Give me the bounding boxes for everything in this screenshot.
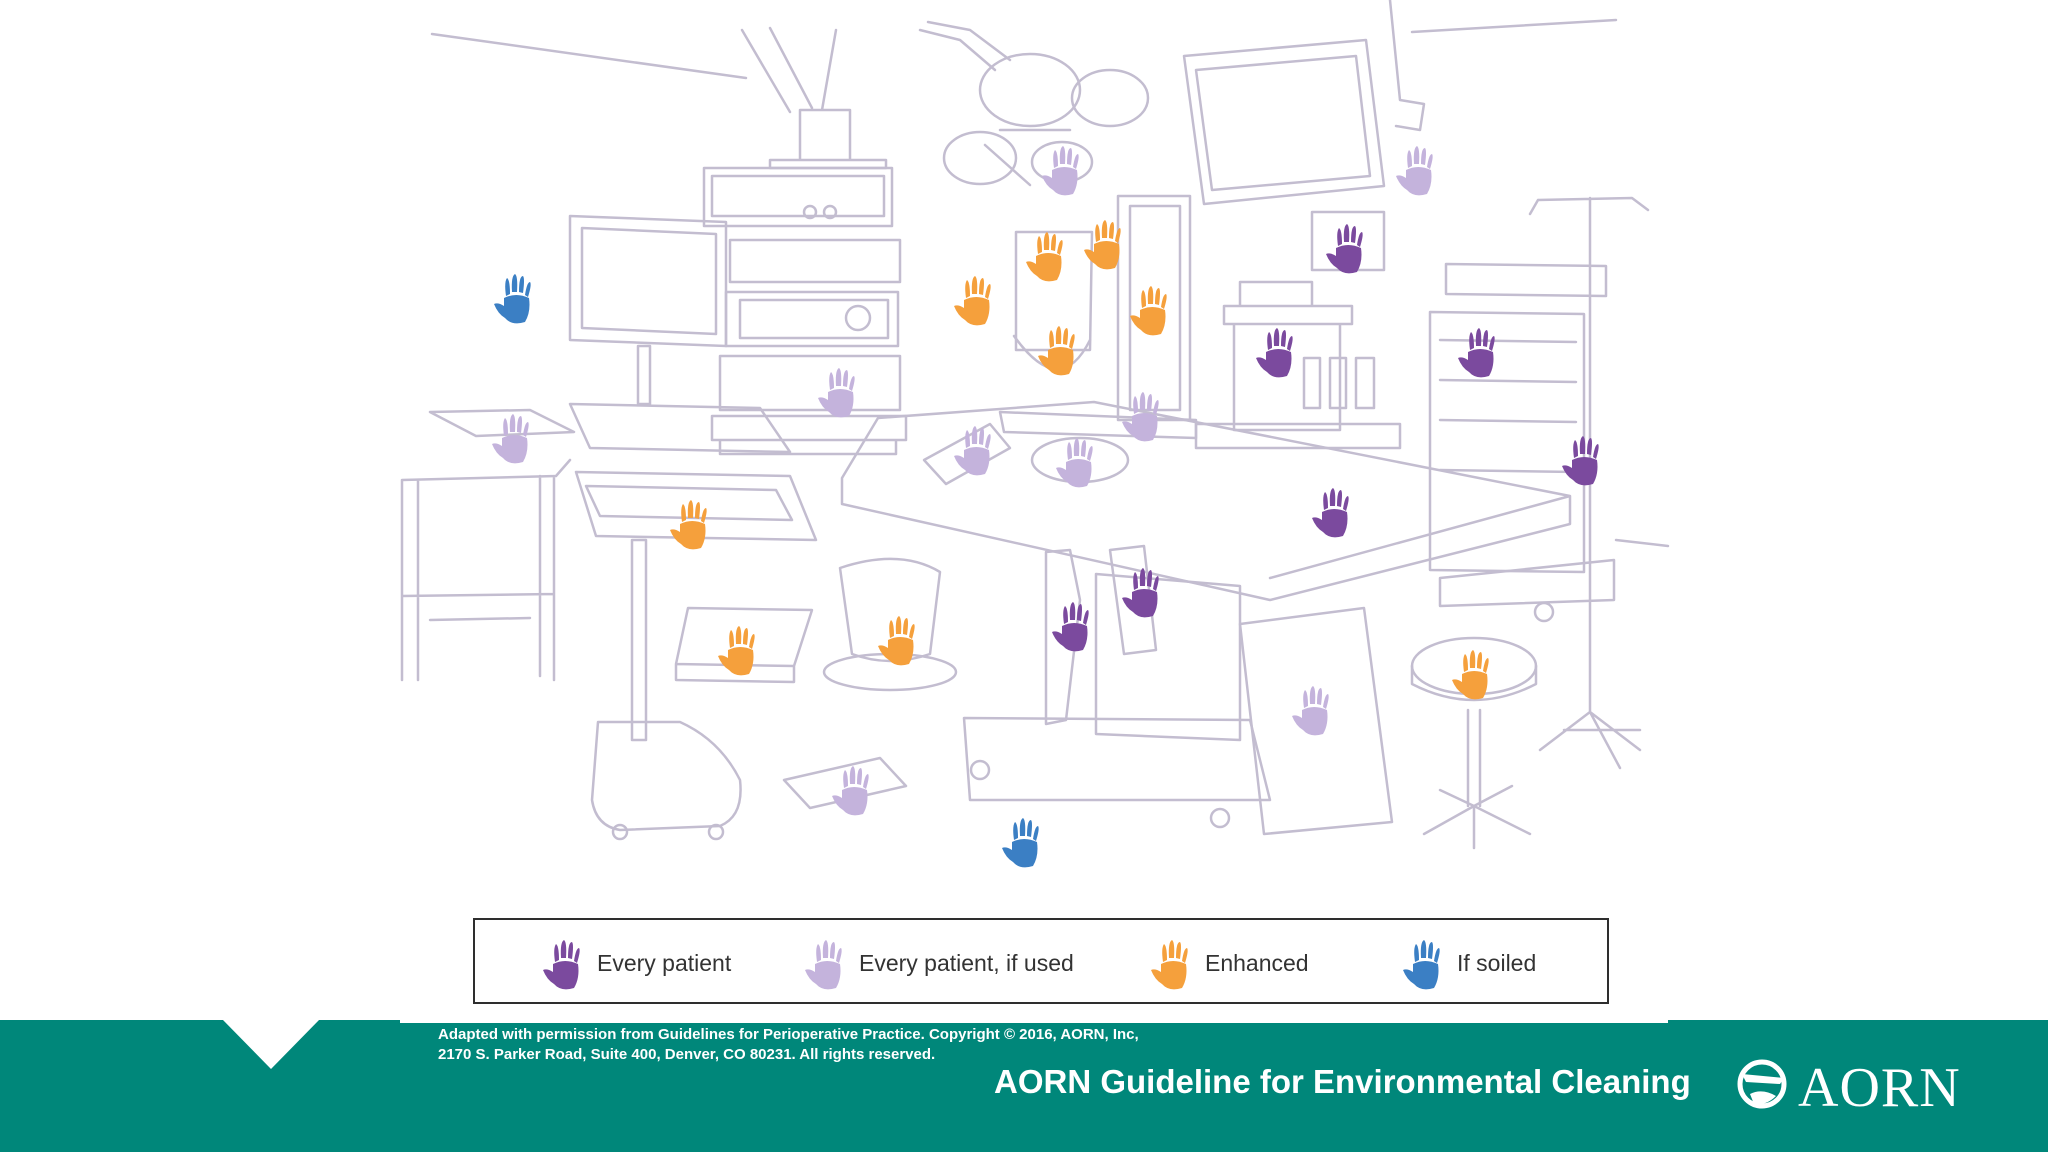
handprint-enhanced [954, 276, 991, 326]
keyboard-shelf [574, 470, 818, 542]
iv-pole [1528, 196, 1650, 770]
computer-monitor [568, 214, 728, 348]
wall-line-right [1614, 538, 1670, 548]
legend-label: Every patient, if used [859, 950, 1074, 976]
handprint-every-patient-if-used [832, 766, 869, 816]
surgical-lamp-2 [1070, 68, 1150, 128]
legend-label: Every patient [597, 950, 732, 976]
surgical-lamp-3 [942, 130, 1018, 186]
caduceus-icon [1737, 1059, 1787, 1109]
handprint-enhanced [670, 500, 707, 550]
ceiling-line-right [1410, 18, 1618, 34]
operating-room-illustration [400, 0, 1670, 868]
handprint-if-soiled [1002, 818, 1039, 868]
attribution-line-2: 2170 S. Parker Road, Suite 400, Denver, … [438, 1046, 936, 1063]
ceiling-line-left [430, 32, 748, 80]
legend-label: If soiled [1457, 950, 1537, 976]
wall-monitor [1182, 38, 1386, 206]
handprint-every-patient [1326, 224, 1363, 274]
handprint-every-patient-if-used [1292, 686, 1329, 736]
leg-stirrup [1044, 548, 1082, 726]
side-table [400, 408, 576, 682]
handprint-enhanced [1084, 220, 1121, 270]
handprint-enhanced [1026, 232, 1063, 282]
handprint-if-soiled [494, 274, 531, 324]
operating-table [840, 400, 1572, 602]
handprint-every-patient-if-used [954, 426, 991, 476]
supply-cart [1428, 262, 1608, 574]
handprint-every-patient-if-used [1396, 146, 1433, 196]
kick-bucket [838, 557, 942, 663]
attribution-text: Adapted with permission from Guidelines … [438, 1025, 1139, 1065]
equipment-tower [702, 166, 908, 456]
table-panel [1108, 544, 1158, 656]
pedestal-tray [674, 606, 814, 684]
handprint-every-patient [1256, 328, 1293, 378]
legend-label: Enhanced [1205, 950, 1309, 976]
handprint-enhanced [878, 616, 915, 666]
footer-bar [0, 1020, 2048, 1152]
handprint-every-patient-if-used [1042, 146, 1079, 196]
handprint-every-patient [1562, 436, 1599, 486]
handprint-every-patient [1458, 328, 1495, 378]
surgical-lamp-1 [978, 52, 1082, 128]
orange-hand-icon [1151, 940, 1188, 990]
mirror-panel [1238, 606, 1394, 836]
aorn-logo: AORN [1736, 1054, 1960, 1119]
handprint-every-patient-if-used [492, 414, 529, 464]
handprint-enhanced [718, 626, 755, 676]
cart-base [590, 720, 742, 832]
footer-notch [222, 1019, 320, 1069]
footer-divider [400, 1019, 1668, 1023]
anesthesia-machine [1194, 210, 1402, 450]
logo-text: AORN [1798, 1057, 1961, 1119]
lilac-hand-icon [805, 940, 842, 990]
blue-hand-icon [1403, 940, 1440, 990]
ceiling-boom [740, 26, 888, 170]
footer-title: AORN Guideline for Environmental Cleanin… [994, 1063, 1691, 1100]
attribution-line-1: Adapted with permission from Guidelines … [438, 1026, 1139, 1043]
handprint-enhanced [1130, 286, 1167, 336]
purple-hand-icon [543, 940, 580, 990]
handprint-every-patient [1052, 602, 1089, 652]
lamp-arm [918, 20, 1012, 72]
legend: Every patient Every patient, if used Enh… [473, 918, 1609, 1004]
mayo-stand [1014, 230, 1094, 352]
floor-container [782, 756, 908, 810]
monitor-cart-shelf [568, 402, 792, 454]
handprint-every-patient [1312, 488, 1349, 538]
